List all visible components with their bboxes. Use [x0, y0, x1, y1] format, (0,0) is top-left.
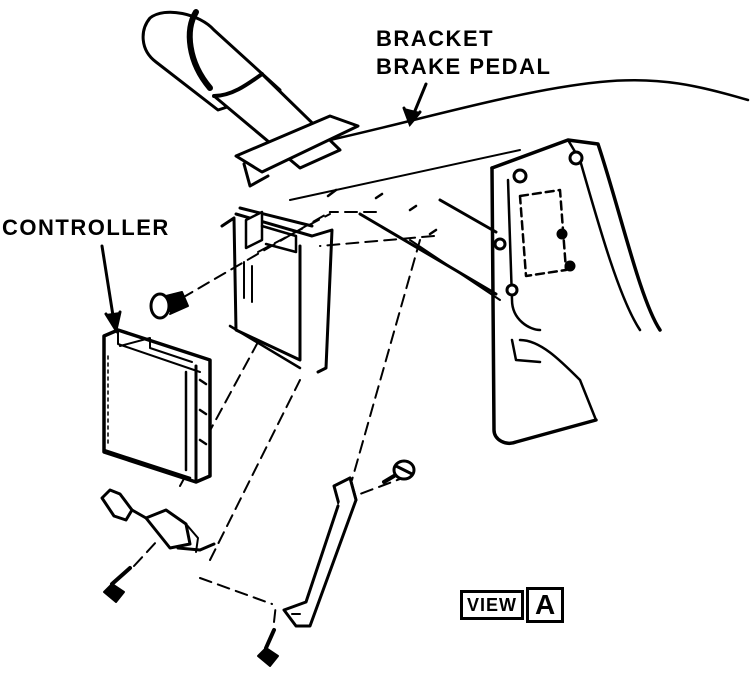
- dash-fasteners: [326, 188, 438, 236]
- support-strap: [282, 476, 358, 628]
- mounting-bolt-upper: [149, 291, 189, 320]
- brake-pedal-bracket: [358, 138, 662, 445]
- controller-leader-arrow: [100, 244, 116, 324]
- bolt-right: [382, 459, 416, 484]
- view-badge: VIEW A: [460, 586, 565, 624]
- controller-mount-bracket: [220, 206, 334, 374]
- screw-lower-left: [103, 566, 132, 603]
- wiring-connector: [100, 488, 216, 553]
- screw-lower-middle: [257, 628, 279, 667]
- bracket-label: BRACKET: [376, 26, 495, 51]
- steering-column: [141, 9, 360, 188]
- view-word: VIEW: [460, 590, 525, 620]
- bracket-leader-arrowhead: [402, 106, 422, 127]
- dash-outline: [289, 79, 750, 201]
- brake-pedal-label: BRAKE PEDAL: [376, 54, 552, 79]
- controller-leader-arrowhead: [104, 310, 122, 334]
- view-letter: A: [526, 587, 565, 623]
- controller-module: [102, 328, 212, 484]
- controller-label: CONTROLLER: [2, 215, 170, 240]
